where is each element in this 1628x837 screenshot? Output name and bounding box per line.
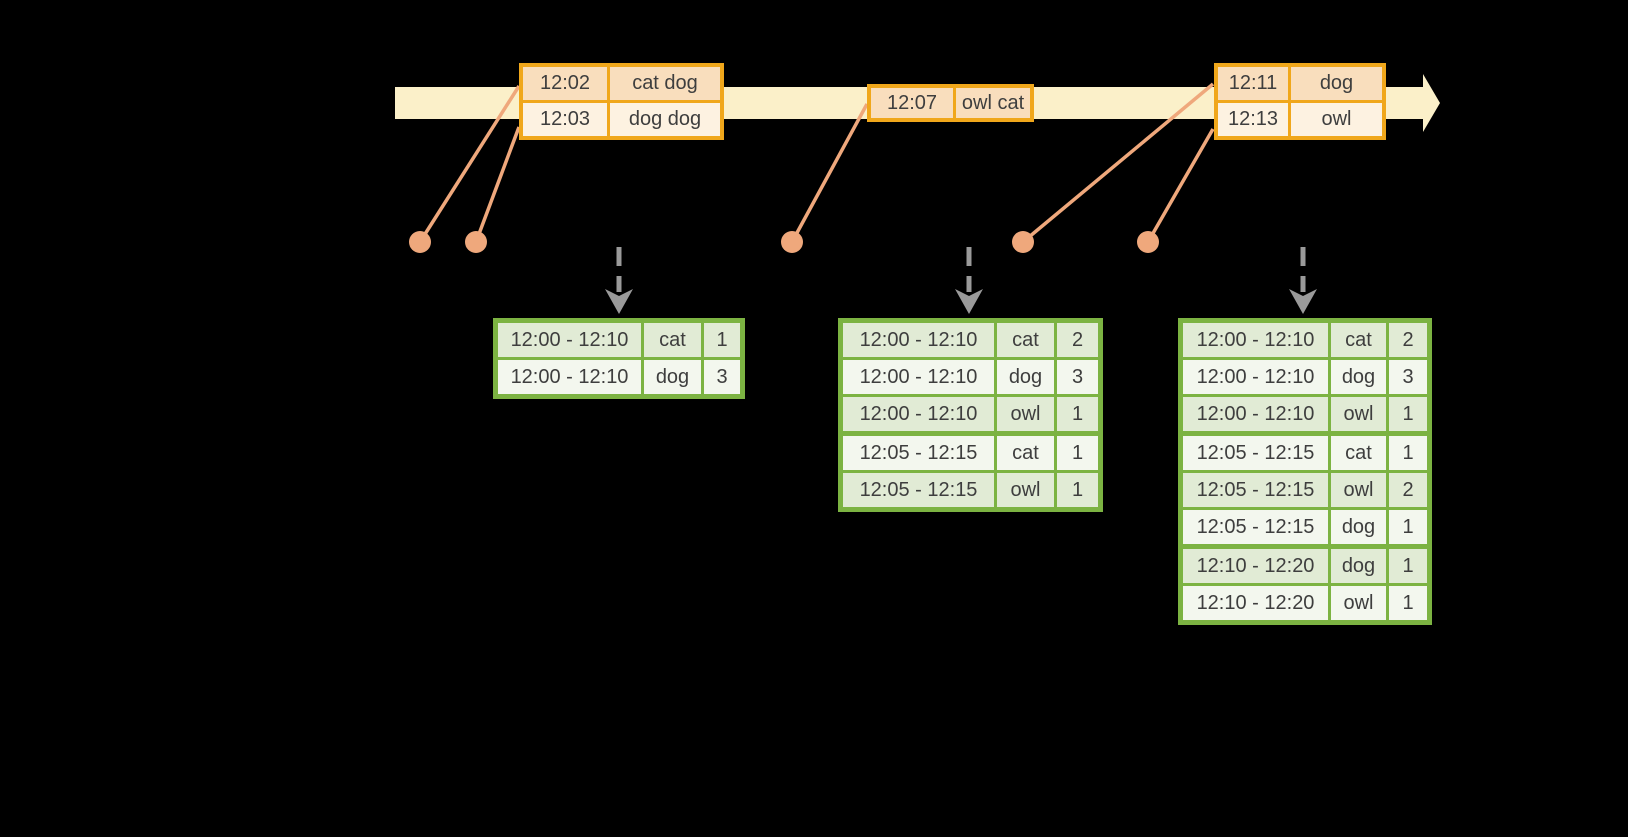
result-count: 1 (1057, 397, 1098, 431)
result-count: 3 (704, 360, 740, 394)
event-row: 12:03 dog dog (523, 103, 720, 136)
result-word: dog (1331, 510, 1386, 544)
result-window: 12:00 - 12:10 (1183, 360, 1328, 394)
result-window: 12:05 - 12:15 (1183, 473, 1328, 507)
event-words: dog (1291, 67, 1382, 100)
trigger-arrow-icon (955, 247, 983, 314)
event-connector-line (1021, 82, 1215, 244)
event-words: owl cat (956, 88, 1030, 118)
event-dot (465, 231, 487, 253)
event-connector-line (418, 85, 521, 243)
result-count: 3 (1057, 360, 1098, 394)
event-row: 12:11 dog (1218, 67, 1382, 100)
result-row: 12:00 - 12:10 owl 1 (1183, 397, 1427, 431)
event-time: 12:03 (523, 103, 607, 136)
trigger-arrow-icon (1289, 247, 1317, 314)
event-dot (1012, 231, 1034, 253)
result-count: 1 (1389, 586, 1427, 620)
event-time: 12:11 (1218, 67, 1288, 100)
result-word: dog (1331, 549, 1386, 583)
event-connector-line (1146, 128, 1215, 243)
result-word: owl (1331, 586, 1386, 620)
result-word: owl (1331, 473, 1386, 507)
result-row: 12:00 - 12:10 cat 2 (1183, 323, 1427, 357)
trigger-arrow-icon (605, 247, 633, 314)
result-window: 12:05 - 12:15 (1183, 436, 1328, 470)
result-word: cat (1331, 436, 1386, 470)
result-row: 12:05 - 12:15 dog 1 (1183, 510, 1427, 544)
event-connector-line (790, 103, 869, 243)
result-window: 12:05 - 12:15 (843, 473, 994, 507)
result-window: 12:10 - 12:20 (1183, 549, 1328, 583)
event-connector-line (474, 126, 521, 243)
result-window: 12:00 - 12:10 (843, 360, 994, 394)
result-count: 1 (1057, 473, 1098, 507)
result-table-1: 12:00 - 12:10 cat 1 12:00 - 12:10 dog 3 (493, 318, 745, 399)
result-window: 12:05 - 12:15 (1183, 510, 1328, 544)
result-window: 12:00 - 12:10 (498, 323, 641, 357)
result-word: cat (997, 323, 1054, 357)
result-table-3: 12:00 - 12:10 cat 2 12:00 - 12:10 dog 3 … (1178, 318, 1432, 625)
result-word: cat (997, 436, 1054, 470)
event-dot (781, 231, 803, 253)
result-count: 1 (704, 323, 740, 357)
result-count: 1 (1389, 510, 1427, 544)
timeline-arrowhead-icon (1423, 74, 1440, 132)
result-count: 2 (1389, 323, 1427, 357)
result-window: 12:10 - 12:20 (1183, 586, 1328, 620)
result-word: cat (644, 323, 701, 357)
event-time: 12:13 (1218, 103, 1288, 136)
event-time: 12:02 (523, 67, 607, 100)
event-row: 12:13 owl (1218, 103, 1382, 136)
result-count: 1 (1389, 397, 1427, 431)
event-time: 12:07 (871, 88, 953, 118)
result-row: 12:10 - 12:20 dog 1 (1183, 549, 1427, 583)
result-row: 12:05 - 12:15 owl 2 (1183, 473, 1427, 507)
result-word: owl (1331, 397, 1386, 431)
result-word: cat (1331, 323, 1386, 357)
result-window: 12:00 - 12:10 (843, 397, 994, 431)
result-window: 12:00 - 12:10 (1183, 397, 1328, 431)
event-words: owl (1291, 103, 1382, 136)
event-table-2: 12:07 owl cat (867, 84, 1034, 122)
result-window: 12:00 - 12:10 (498, 360, 641, 394)
result-row: 12:00 - 12:10 dog 3 (498, 360, 740, 394)
result-word: dog (644, 360, 701, 394)
result-window: 12:00 - 12:10 (1183, 323, 1328, 357)
result-count: 1 (1057, 436, 1098, 470)
event-table-1: 12:02 cat dog 12:03 dog dog (519, 63, 724, 140)
event-words: cat dog (610, 67, 720, 100)
event-row: 12:07 owl cat (871, 88, 1030, 118)
event-words: dog dog (610, 103, 720, 136)
result-row: 12:05 - 12:15 cat 1 (1183, 436, 1427, 470)
result-row: 12:00 - 12:10 dog 3 (843, 360, 1098, 394)
event-dot (409, 231, 431, 253)
result-row: 12:05 - 12:15 cat 1 (843, 436, 1098, 470)
result-word: owl (997, 397, 1054, 431)
result-count: 2 (1389, 473, 1427, 507)
result-word: dog (997, 360, 1054, 394)
result-word: dog (1331, 360, 1386, 394)
result-row: 12:00 - 12:10 owl 1 (843, 397, 1098, 431)
event-row: 12:02 cat dog (523, 67, 720, 100)
result-window: 12:05 - 12:15 (843, 436, 994, 470)
result-count: 2 (1057, 323, 1098, 357)
result-row: 12:00 - 12:10 dog 3 (1183, 360, 1427, 394)
event-table-3: 12:11 dog 12:13 owl (1214, 63, 1386, 140)
result-window: 12:00 - 12:10 (843, 323, 994, 357)
result-count: 1 (1389, 549, 1427, 583)
result-count: 1 (1389, 436, 1427, 470)
result-row: 12:00 - 12:10 cat 2 (843, 323, 1098, 357)
result-table-2: 12:00 - 12:10 cat 2 12:00 - 12:10 dog 3 … (838, 318, 1103, 512)
event-dot (1137, 231, 1159, 253)
result-row: 12:05 - 12:15 owl 1 (843, 473, 1098, 507)
result-row: 12:10 - 12:20 owl 1 (1183, 586, 1427, 620)
result-row: 12:00 - 12:10 cat 1 (498, 323, 740, 357)
result-count: 3 (1389, 360, 1427, 394)
result-word: owl (997, 473, 1054, 507)
